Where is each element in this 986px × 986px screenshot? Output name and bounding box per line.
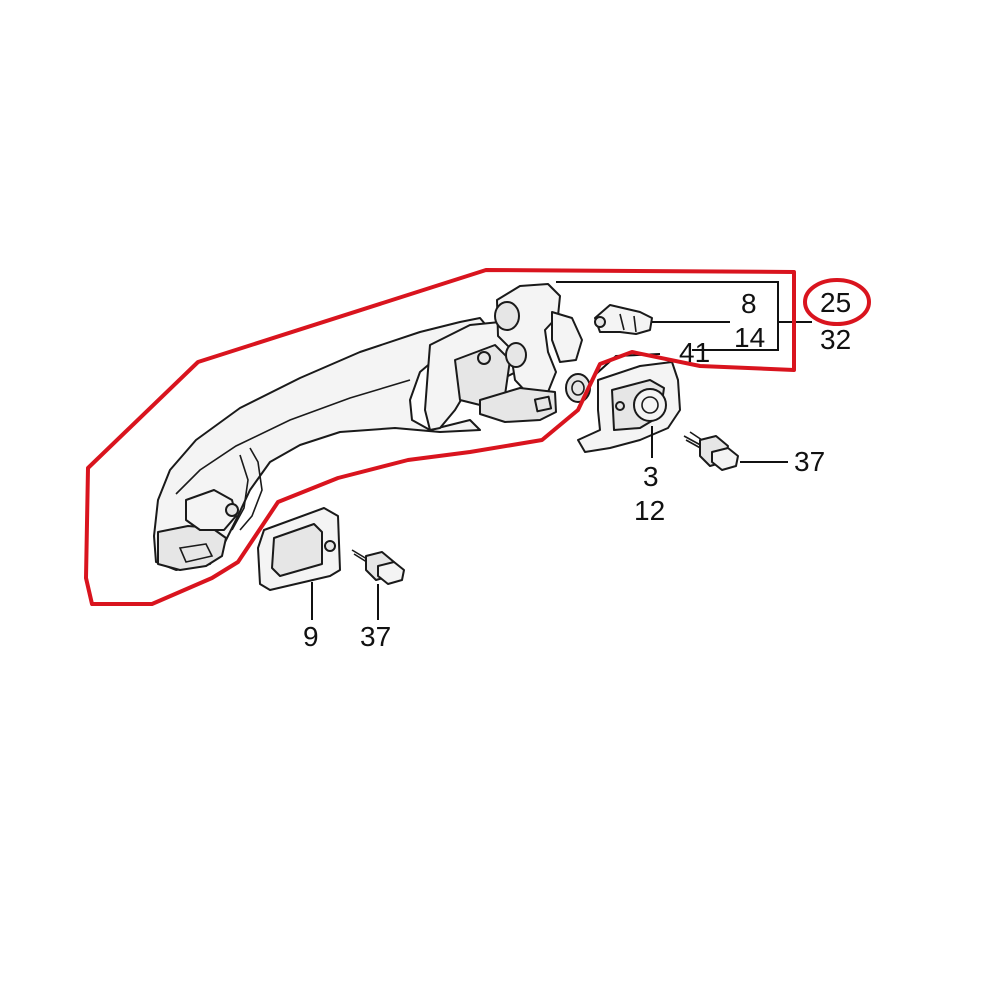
clip-part-8-14 <box>594 304 653 335</box>
highlight-circle-25 <box>803 278 871 326</box>
door-handle-assembly <box>153 283 583 571</box>
label-32: 32 <box>820 324 852 355</box>
label-25: 25 <box>820 287 852 318</box>
highlight-outline <box>84 268 796 606</box>
label-3: 3 <box>643 461 659 492</box>
label-9: 9 <box>303 621 319 652</box>
label-37-right: 37 <box>794 446 826 477</box>
bolt-part-37-right <box>683 431 739 471</box>
bolt-part-37-lower <box>351 549 405 585</box>
label-37-lower: 37 <box>360 621 392 652</box>
cover-plate-part-9 <box>257 507 341 591</box>
label-41: 41 <box>679 337 711 368</box>
label-12: 12 <box>634 495 666 526</box>
label-8: 8 <box>741 288 757 319</box>
bracket-part-3-12 <box>577 361 681 453</box>
label-14: 14 <box>734 322 766 353</box>
